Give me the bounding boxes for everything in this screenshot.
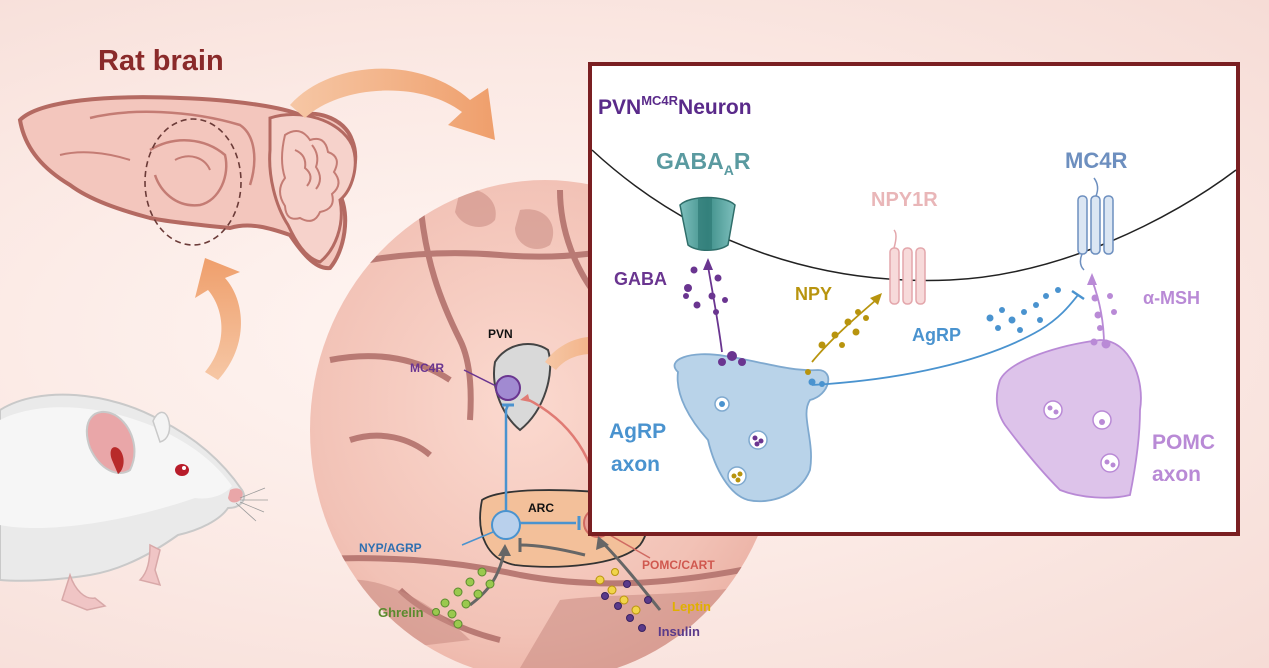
- pomc-axon-label-2: axon: [1152, 463, 1201, 486]
- msh-label: α-MSH: [1143, 288, 1200, 308]
- panel-title: PVNMC4RNeuron: [598, 93, 752, 119]
- mc4r-receptor-icon: [1077, 177, 1114, 271]
- rat-brain-illustration: [17, 95, 358, 271]
- mc4r-receptor-label: MC4R: [1065, 148, 1127, 173]
- leptin-label: Leptin: [672, 599, 711, 614]
- gaba-vesicles: [683, 266, 746, 366]
- nyp-agrp-label: NYP/AGRP: [359, 541, 422, 555]
- insulin-label: Insulin: [658, 624, 700, 639]
- agrp-vesicles: [808, 287, 1061, 387]
- mc4r-label: MC4R: [410, 361, 444, 375]
- pvn-region: [493, 343, 552, 432]
- rat-illustration: [0, 393, 268, 611]
- pvn-label: PVN: [488, 327, 513, 341]
- gaba-a-receptor-icon: [679, 196, 736, 251]
- curved-arrow-rat-to-brain-icon: [195, 258, 242, 380]
- insulin-molecules: [601, 580, 652, 632]
- agrp-axon-label-1: AgRP: [609, 420, 666, 443]
- npy1r-receptor-icon: [889, 229, 926, 305]
- neuron-detail-panel: PVNMC4RNeuron GABAAR NPY1R MC4R: [588, 62, 1240, 536]
- mc4r-neuron: [495, 375, 521, 401]
- ghrelin-molecules: [432, 567, 495, 629]
- leptin-molecules: [595, 568, 641, 615]
- gaba-a-receptor-label: GABAAR: [656, 148, 751, 178]
- msh-vesicles: [1090, 293, 1117, 349]
- npy-label: NPY: [795, 284, 832, 304]
- region-outline: [144, 118, 242, 246]
- pomc-cart-label: POMC/CART: [642, 558, 715, 572]
- npy-vesicles: [805, 309, 869, 375]
- npy1r-label: NPY1R: [871, 189, 938, 211]
- gaba-label: GABA: [614, 269, 667, 289]
- ghrelin-label: Ghrelin: [378, 605, 424, 620]
- curved-arrow-to-bulb-icon: [290, 68, 495, 140]
- agrp-label: AgRP: [912, 325, 961, 345]
- pomc-axon-label-1: POMC: [1152, 431, 1215, 454]
- figure-title: Rat brain: [98, 45, 224, 77]
- agrp-axon-label-2: axon: [611, 453, 660, 476]
- nyp-agrp-neuron: [491, 510, 521, 540]
- arc-label: ARC: [528, 501, 554, 515]
